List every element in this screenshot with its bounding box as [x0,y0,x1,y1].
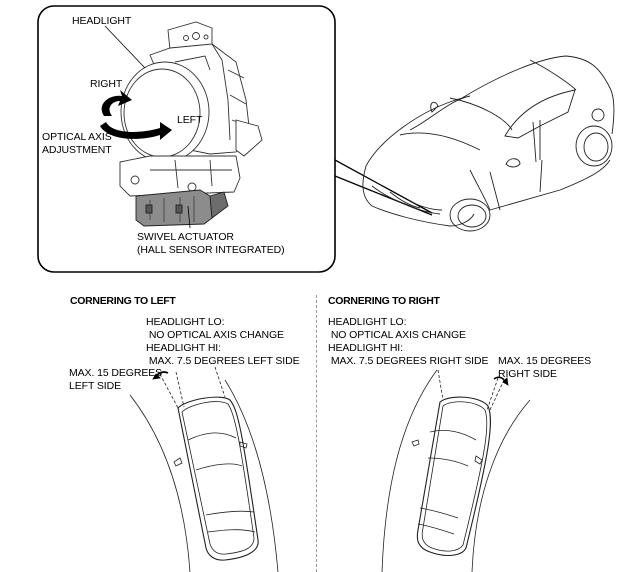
optical-axis-adjustment-label: OPTICAL AXIS ADJUSTMENT [42,131,112,156]
cornering-right-max-angle: MAX. 15 DEGREES RIGHT SIDE [498,355,592,380]
cornering-right-hi-detail: MAX. 7.5 DEGREES RIGHT SIDE [328,355,489,367]
cornering-left-headlight-lo: HEADLIGHT LO: [146,316,225,328]
vehicle-perspective-illustration [362,55,615,232]
left-direction-label: LEFT [177,114,203,126]
cornering-left-max-angle: MAX. 15 DEGREES LEFT SIDE [69,367,163,392]
callout-lines [334,159,433,216]
cornering-right-illustration [381,369,531,572]
section-divider [316,295,317,572]
cornering-left-illustration [129,366,279,572]
cornering-right-title: CORNERING TO RIGHT [328,295,440,307]
inset-leader-lines [104,25,191,229]
cornering-left-lo-detail: NO OPTICAL AXIS CHANGE [146,329,284,341]
cornering-right-headlight-lo: HEADLIGHT LO: [328,316,407,328]
swivel-direction-arrow [100,90,172,140]
cornering-right-lo-detail: NO OPTICAL AXIS CHANGE [328,329,466,341]
headlight-label: HEADLIGHT [72,15,132,27]
swivel-actuator-label: SWIVEL ACTUATOR (HALL SENSOR INTEGRATED) [137,231,285,256]
cornering-left-hi-detail: MAX. 7.5 DEGREES LEFT SIDE [146,355,300,367]
cornering-left-headlight-hi: HEADLIGHT HI: [146,342,221,354]
cornering-right-headlight-hi: HEADLIGHT HI: [328,342,403,354]
right-direction-label: RIGHT [90,78,123,90]
swivel-actuator-illustration [135,189,229,227]
cornering-left-title: CORNERING TO LEFT [70,295,176,307]
